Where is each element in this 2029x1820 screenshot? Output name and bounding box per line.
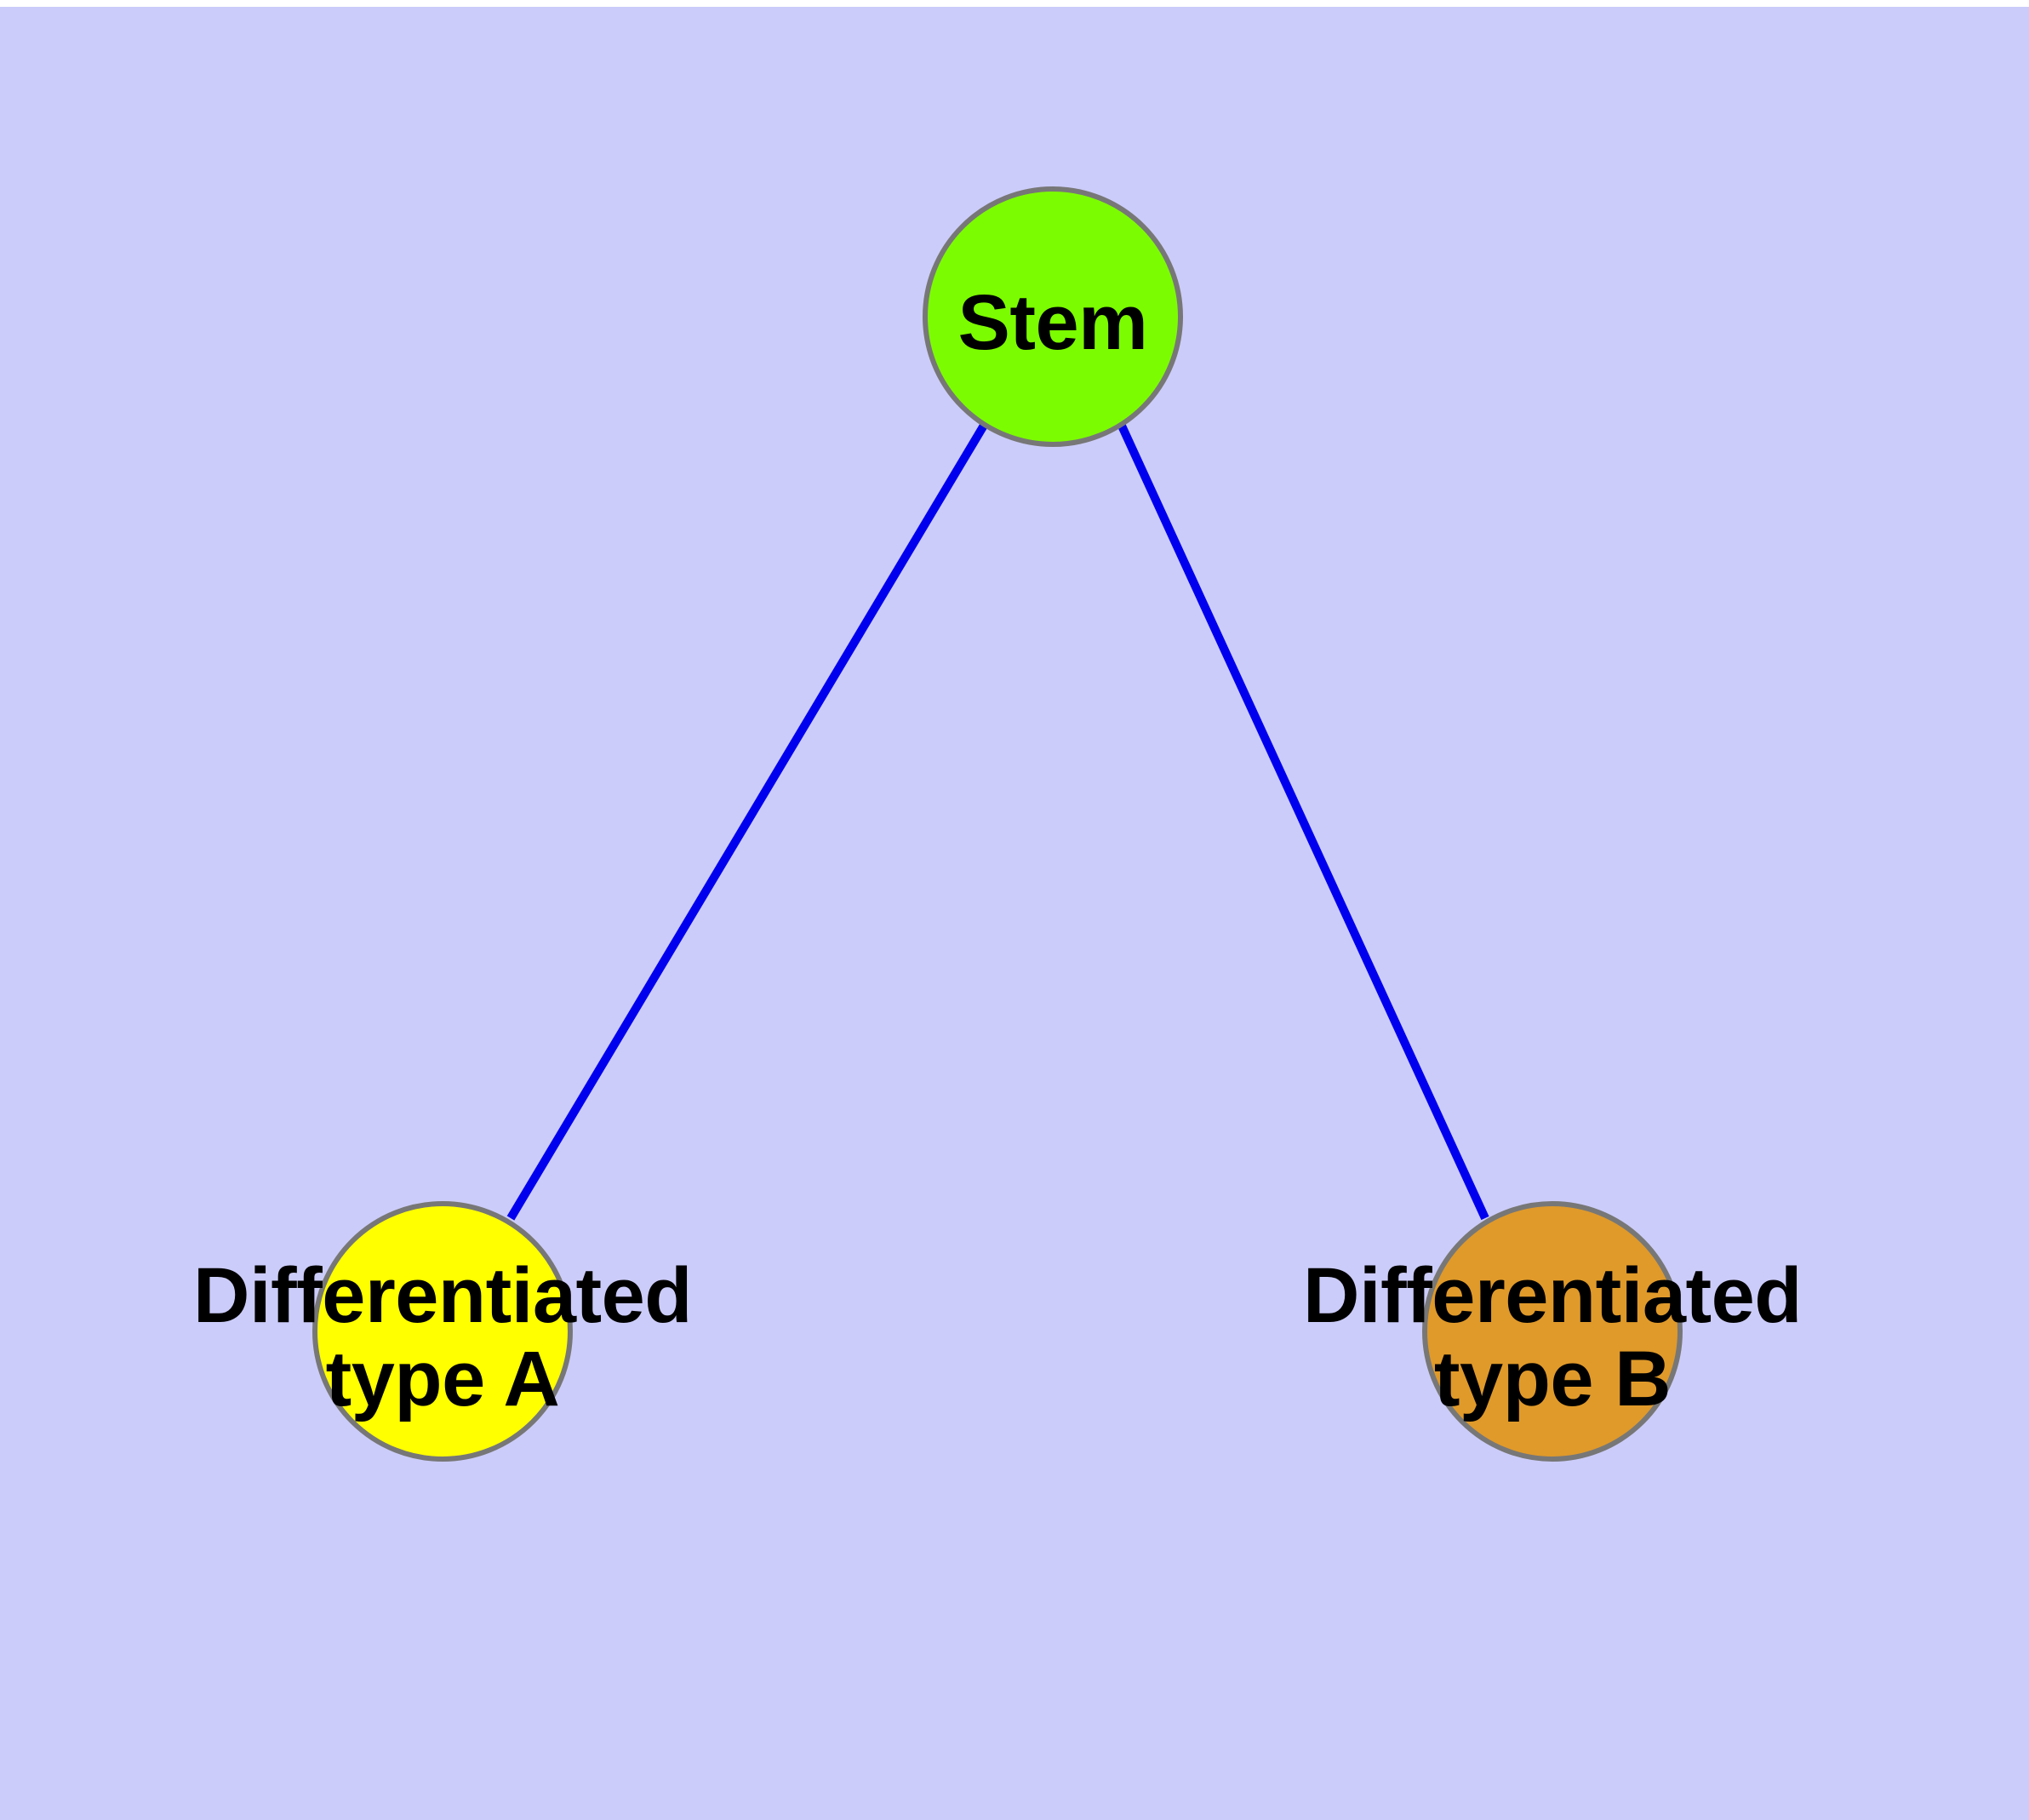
node-differentiated-type-b[interactable] (1422, 1201, 1683, 1462)
node-layer (312, 186, 1683, 1462)
edge-stem-to-diff-a (506, 421, 989, 1221)
edge-layer (506, 421, 1489, 1221)
node-differentiated-type-a[interactable] (312, 1201, 573, 1462)
edge-stem-to-diff-b (1117, 421, 1489, 1221)
node-stem[interactable] (923, 186, 1183, 447)
